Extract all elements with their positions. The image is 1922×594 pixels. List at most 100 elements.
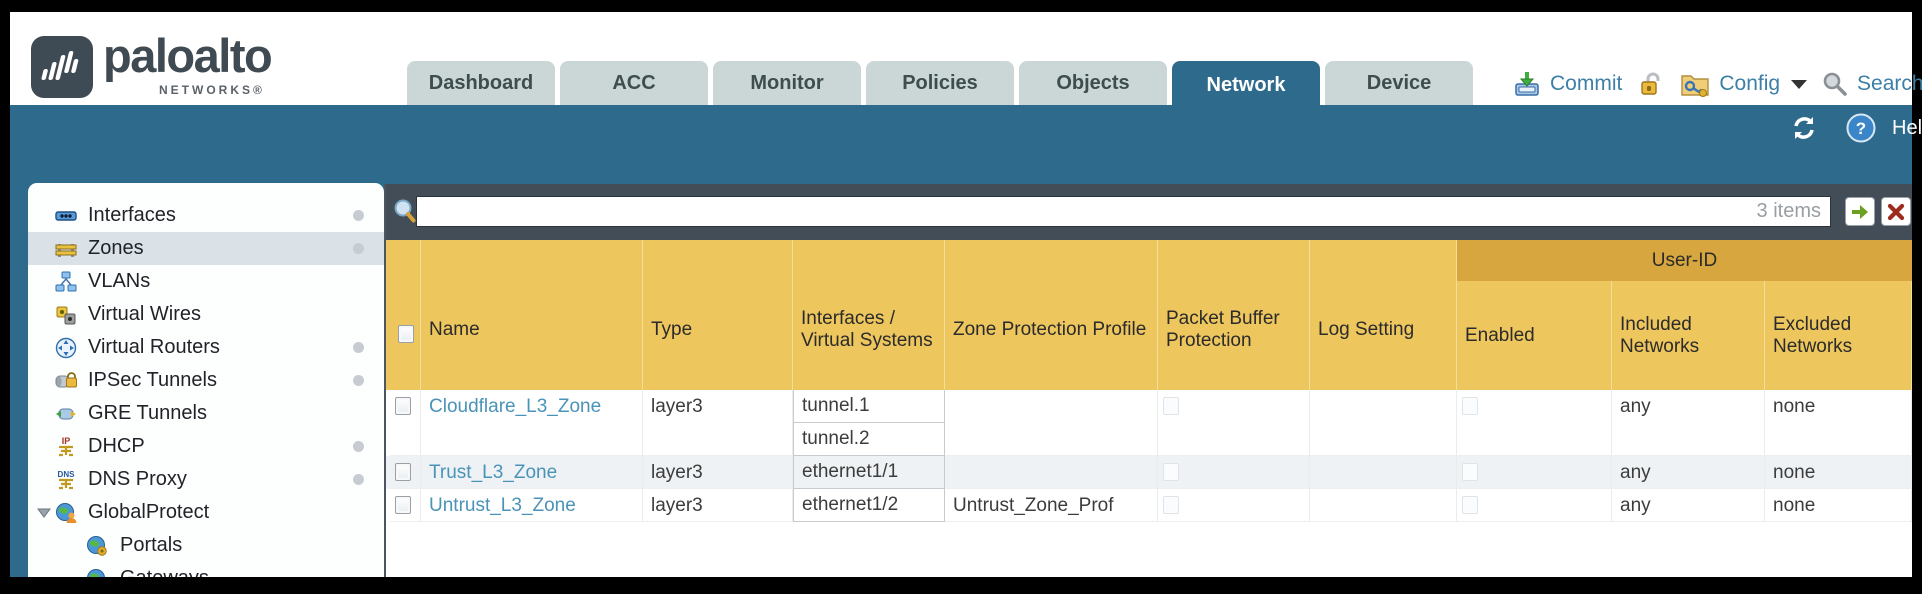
zone-name-link[interactable]: Untrust_L3_Zone xyxy=(429,495,576,516)
svg-text:IP: IP xyxy=(62,436,71,446)
clear-filter-button[interactable] xyxy=(1881,197,1911,226)
gre-tunnels-icon xyxy=(55,403,77,425)
apply-filter-button[interactable] xyxy=(1845,197,1875,226)
sidebar-item-label: VLANs xyxy=(88,270,151,292)
tab-dashboard[interactable]: Dashboard xyxy=(407,61,555,105)
interface-entry: tunnel.1 xyxy=(793,390,945,423)
help-icon[interactable]: ? xyxy=(1846,113,1876,143)
sidebar-item-virtual-routers[interactable]: Virtual Routers xyxy=(28,331,384,364)
search-button[interactable]: Search xyxy=(1857,72,1922,95)
config-button[interactable]: Config xyxy=(1719,72,1781,95)
tab-objects[interactable]: Objects xyxy=(1019,61,1167,105)
paloalto-logo-icon xyxy=(31,36,93,98)
row-select-checkbox[interactable] xyxy=(395,463,411,481)
packet-buffer-protection-checkbox xyxy=(1163,496,1179,514)
config-icon[interactable] xyxy=(1680,70,1710,98)
row-select-cell xyxy=(390,390,421,456)
sidebar-item-gre-tunnels[interactable]: GRE Tunnels xyxy=(28,397,384,430)
sidebar-item-globalprotect[interactable]: GlobalProtect xyxy=(28,496,384,529)
globalprotect-icon xyxy=(55,502,77,524)
user-id-enabled-checkbox xyxy=(1462,463,1478,481)
sidebar-item-zones[interactable]: Zones xyxy=(28,232,384,265)
sidebar-item-label: GRE Tunnels xyxy=(88,402,207,424)
sidebar-item-label: DNS Proxy xyxy=(88,468,187,490)
tab-device[interactable]: Device xyxy=(1325,61,1473,105)
user-id-enabled-checkbox xyxy=(1462,397,1478,415)
row-select-checkbox[interactable] xyxy=(395,397,411,415)
column-header-name[interactable]: Name xyxy=(421,240,643,390)
zone-name-link[interactable]: Trust_L3_Zone xyxy=(429,462,558,483)
row-select-cell xyxy=(390,456,421,489)
zone-protection-profile-cell xyxy=(945,390,1158,456)
sidebar-item-virtual-wires[interactable]: Virtual Wires xyxy=(28,298,384,331)
sidebar-item-portals[interactable]: Portals xyxy=(28,529,384,562)
packet-buffer-protection-cell xyxy=(1158,390,1310,456)
excluded-networks-cell: none xyxy=(1765,390,1912,456)
log-setting-cell xyxy=(1310,390,1457,456)
column-header-packet-buffer-protection[interactable]: Packet Buffer Protection xyxy=(1158,240,1310,390)
column-header-enabled[interactable]: Enabled xyxy=(1457,281,1612,390)
interface-entry: ethernet1/1 xyxy=(793,456,945,489)
interface-entry: tunnel.2 xyxy=(793,423,945,456)
packet-buffer-protection-checkbox xyxy=(1163,397,1179,415)
sidebar-item-interfaces[interactable]: Interfaces xyxy=(28,199,384,232)
zone-name-link[interactable]: Cloudflare_L3_Zone xyxy=(429,396,602,417)
sidebar-item-ipsec-tunnels[interactable]: IPSec Tunnels xyxy=(28,364,384,397)
user-id-enabled-cell xyxy=(1457,489,1612,522)
column-header-excluded-networks[interactable]: Excluded Networks xyxy=(1765,281,1912,390)
sidebar-item-label: Virtual Routers xyxy=(88,336,220,358)
sidebar-item-gateways[interactable]: Gateways xyxy=(28,562,384,577)
portals-icon xyxy=(86,535,108,557)
status-dot xyxy=(353,210,364,221)
column-header-zone-protection-profile[interactable]: Zone Protection Profile xyxy=(945,240,1158,390)
interfaces-cell: ethernet1/2 xyxy=(793,489,945,522)
excluded-networks-cell: none xyxy=(1765,489,1912,522)
zone-type-cell: layer3 xyxy=(643,390,793,456)
column-header-included-networks[interactable]: Included Networks xyxy=(1612,281,1765,390)
lock-icon[interactable] xyxy=(1639,70,1665,98)
tab-network[interactable]: Network xyxy=(1172,61,1320,110)
status-dot xyxy=(353,441,364,452)
sidebar-item-dns-proxy[interactable]: DNS DNS Proxy xyxy=(28,463,384,496)
status-dot xyxy=(353,342,364,353)
included-networks-cell: any xyxy=(1612,390,1765,456)
filter-input[interactable] xyxy=(416,196,1831,227)
column-header-interfaces-virtual-systems[interactable]: Interfaces / Virtual Systems xyxy=(793,240,945,390)
column-header-type[interactable]: Type xyxy=(643,240,793,390)
sidebar-item-vlans[interactable]: VLANs xyxy=(28,265,384,298)
sidebar-item-label: Zones xyxy=(88,237,144,259)
filter-search-icon xyxy=(394,199,416,223)
zone-type-cell: layer3 xyxy=(643,456,793,489)
tab-monitor[interactable]: Monitor xyxy=(713,61,861,105)
interfaces-icon xyxy=(55,205,77,227)
log-setting-cell xyxy=(1310,489,1457,522)
expand-triangle-icon[interactable] xyxy=(36,505,52,521)
tab-acc[interactable]: ACC xyxy=(560,61,708,105)
interface-entry: ethernet1/2 xyxy=(793,489,945,522)
column-header-log-setting[interactable]: Log Setting xyxy=(1310,240,1457,390)
svg-text:DNS: DNS xyxy=(58,470,76,479)
gateways-icon xyxy=(86,568,108,577)
refresh-icon[interactable] xyxy=(1790,114,1818,142)
status-dot xyxy=(353,474,364,485)
select-all-checkbox[interactable] xyxy=(398,324,414,343)
row-select-checkbox[interactable] xyxy=(395,496,411,514)
help-label[interactable]: Help xyxy=(1892,116,1922,139)
vlans-icon xyxy=(55,271,77,293)
commit-icon[interactable] xyxy=(1513,70,1541,98)
status-dot xyxy=(353,243,364,254)
config-dropdown-caret[interactable] xyxy=(1791,79,1808,89)
commit-button[interactable]: Commit xyxy=(1550,72,1623,95)
virtual-routers-icon xyxy=(55,337,77,359)
brand-name: paloalto xyxy=(103,29,273,82)
search-icon[interactable] xyxy=(1822,71,1848,97)
tab-policies[interactable]: Policies xyxy=(866,61,1014,105)
